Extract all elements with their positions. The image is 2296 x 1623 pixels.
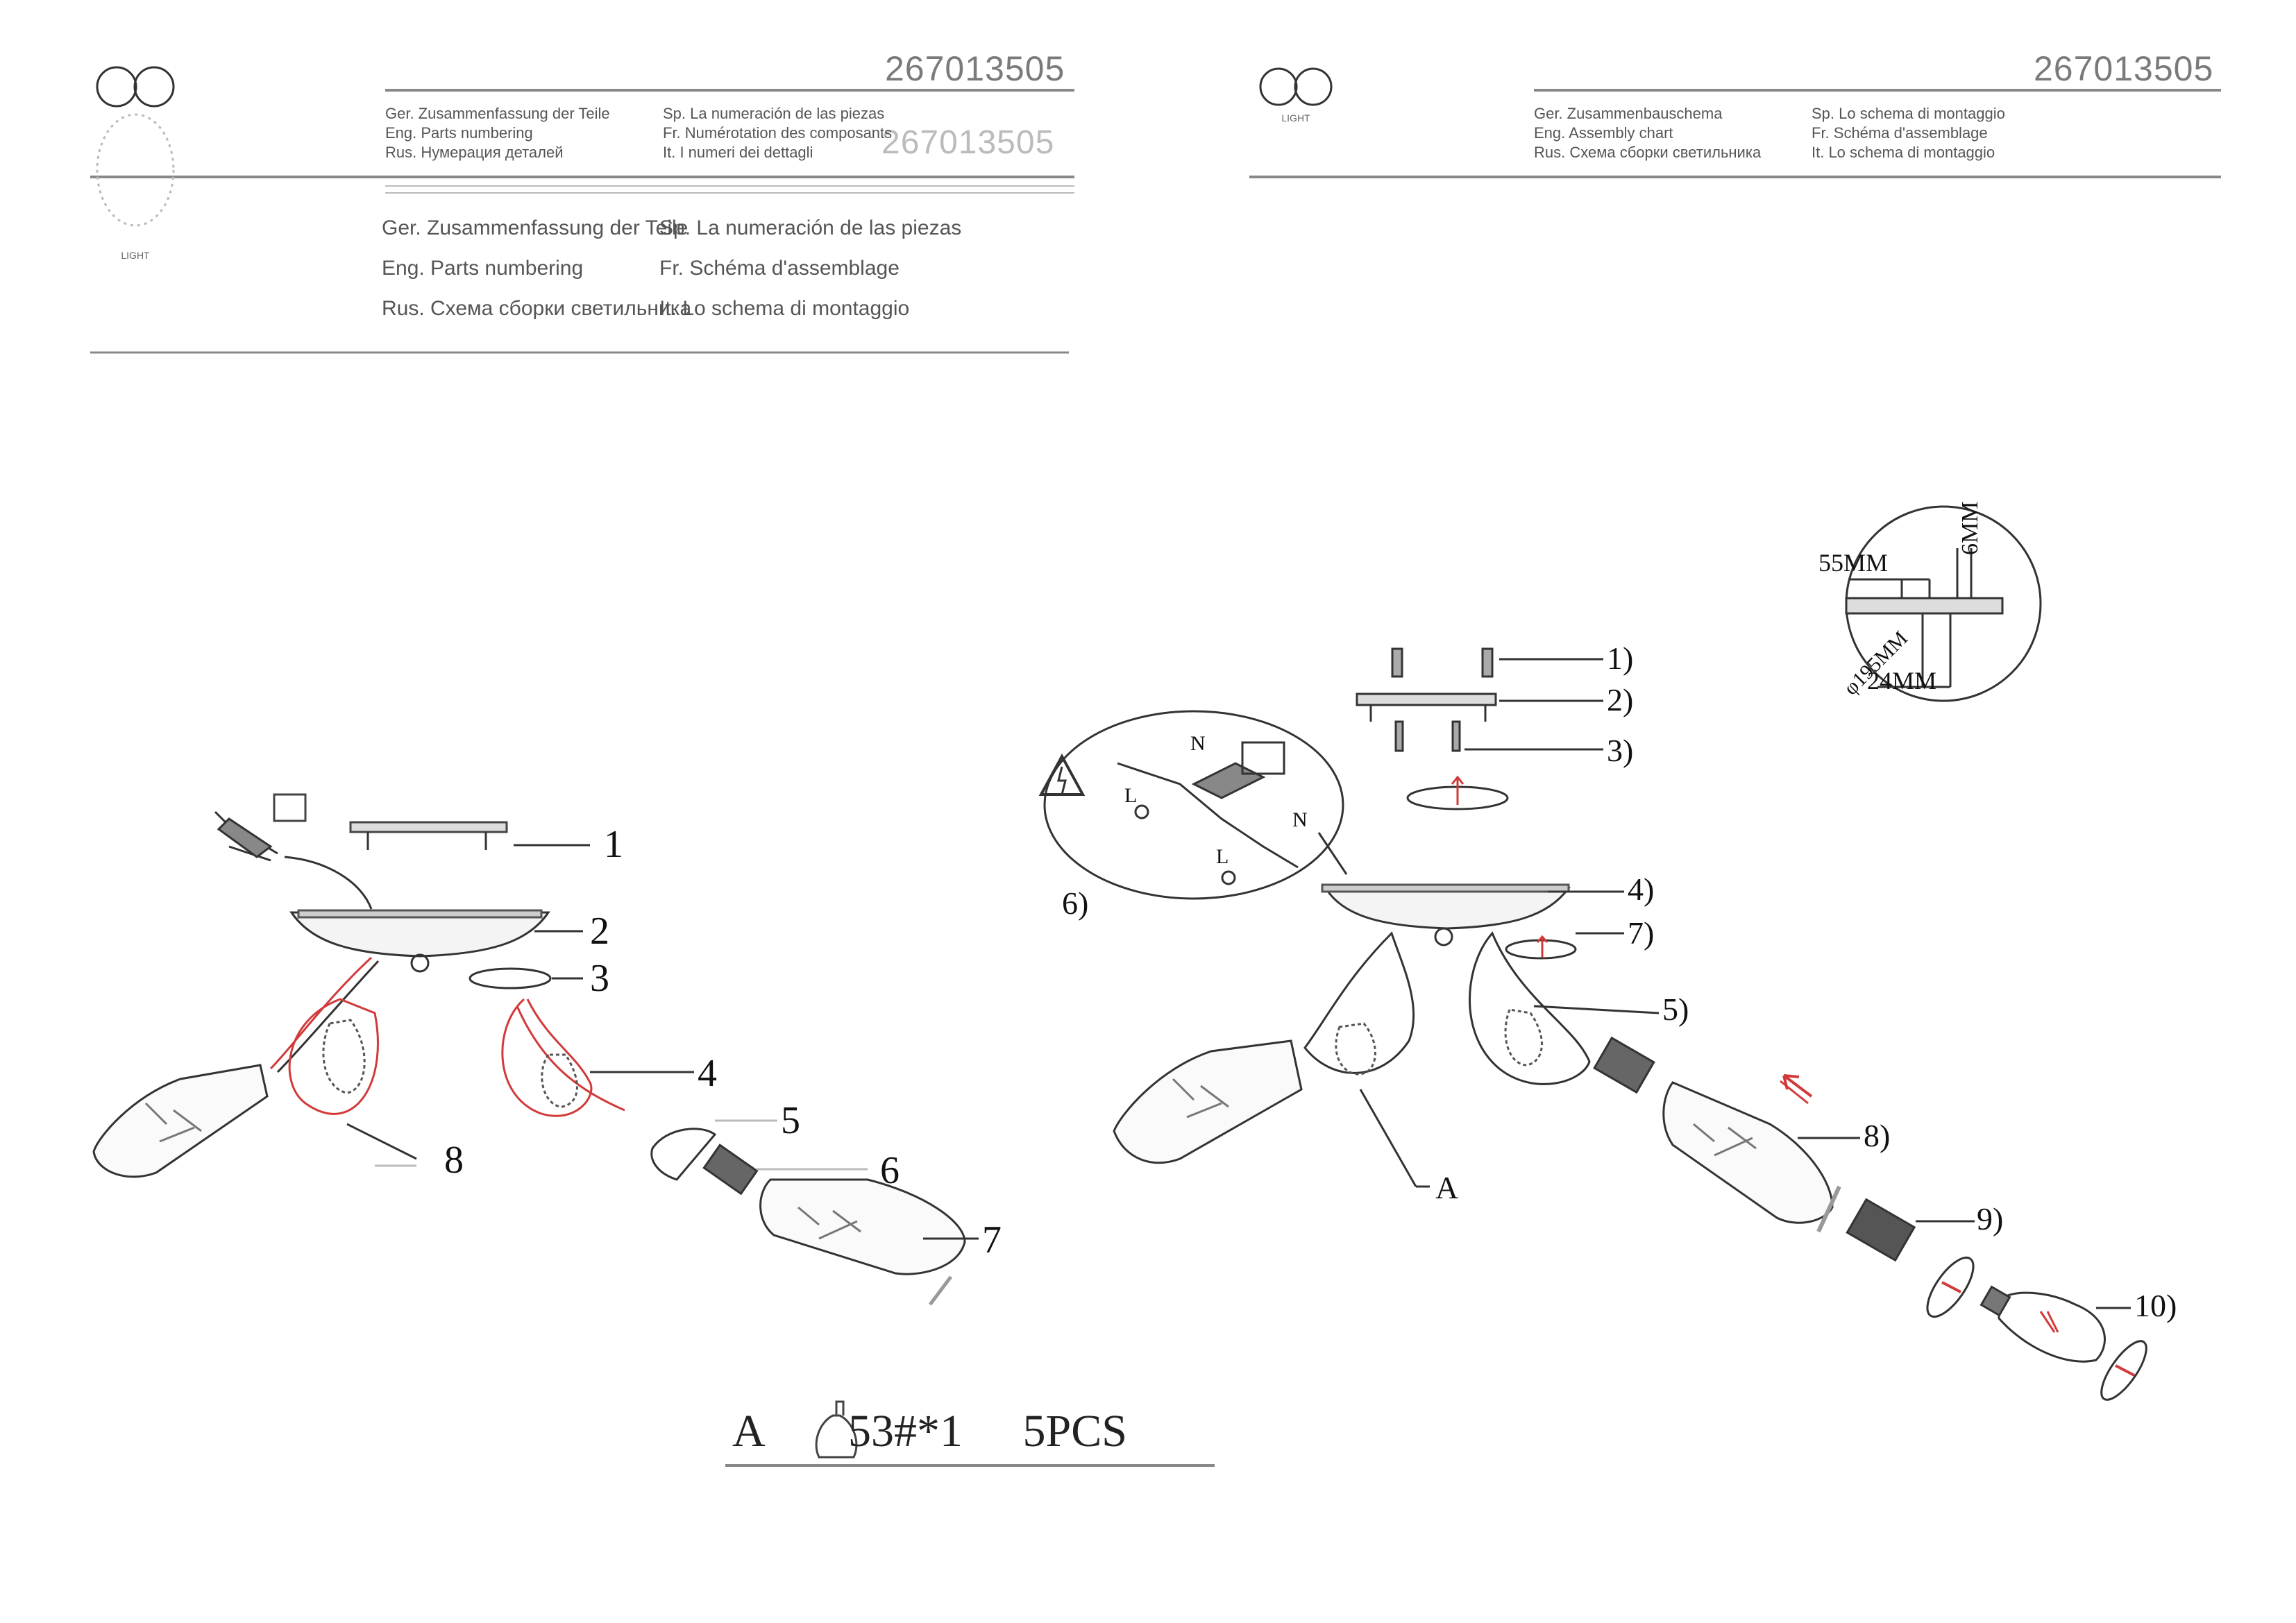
header-sp: Fr. Schéma d'assemblage — [659, 257, 900, 280]
part-label-7r: 7) — [1628, 915, 1655, 951]
part-label-6r: 6) — [1062, 885, 1089, 921]
header-sp: Fr. Numérotation des composants — [663, 124, 893, 142]
header-row-large: Ger. Zusammenfassung der TeileSp. La num… — [382, 208, 961, 248]
header-row: Rus. Нумерация деталей It. I numeri dei d… — [385, 143, 892, 162]
header-row: Eng. Assembly chart Fr. Schéma d'assembla… — [1534, 124, 2005, 143]
header-de: Eng. Assembly chart — [1534, 124, 1673, 142]
bulb-spec-text: 53#*1 — [848, 1406, 963, 1456]
part-label-10r: 10) — [2134, 1288, 2177, 1323]
brand-logo-right — [1259, 67, 1333, 106]
header-row: Rus. Схема сборки светильника It. Lo sche… — [1534, 143, 2005, 162]
header-sp: It. I numeri dei dettagli — [663, 144, 813, 161]
header-de: Eng. Parts numbering — [382, 257, 584, 280]
dim-24mm: 24MM — [1867, 667, 1937, 695]
header-de: Ger. Zusammenfassung der Teile — [382, 216, 689, 239]
bulb-spec-qty: 5PCS — [1022, 1406, 1127, 1456]
part-label-2: 2 — [590, 910, 609, 953]
part-label-2r: 2) — [1607, 682, 1634, 717]
header-sp: Sp. La numeración de las piezas — [659, 216, 962, 239]
wire-label-n1: N — [1190, 732, 1206, 755]
header-sp: It. Lo schema di montaggio — [1812, 144, 1995, 161]
header-table-left-large: Ger. Zusammenfassung der TeileSp. La num… — [382, 208, 961, 329]
part-label-1: 1 — [604, 823, 623, 866]
header-sp: Fr. Schéma d'assemblage — [1812, 124, 1988, 142]
header-sp: Sp. La numeración de las piezas — [663, 105, 885, 122]
header-row-large: Rus. Схема сборки светильникаIt. Lo sche… — [382, 289, 961, 329]
bulb-spec-ref: A — [732, 1406, 763, 1456]
part-label-7: 7 — [982, 1218, 1002, 1261]
brand-logo-left — [96, 66, 175, 227]
header-sp: Sp. Lo schema di montaggio — [1812, 105, 2005, 122]
product-code-left: 267013505 — [885, 49, 1065, 88]
header-table-left: Ger. Zusammenfassung der Teile Sp. La num… — [385, 104, 892, 162]
part-label-3r: 3) — [1607, 733, 1634, 768]
product-code-right: 267013505 — [2034, 49, 2214, 88]
part-label-5: 5 — [781, 1099, 800, 1142]
part-label-4: 4 — [698, 1052, 717, 1095]
header-sp: It. Lo schema di montaggio — [659, 297, 910, 320]
wire-label-l1: L — [1124, 784, 1138, 807]
header-de: Eng. Parts numbering — [385, 124, 533, 142]
header-table-right: Ger. Zusammenbauschema Sp. Lo schema di m… — [1534, 104, 2005, 162]
dim-6mm: 6MM — [1957, 501, 1983, 555]
part-label-9r: 9) — [1977, 1201, 2004, 1237]
part-label-8r: 8) — [1864, 1118, 1891, 1153]
part-label-3: 3 — [590, 957, 609, 1000]
part-label-6: 6 — [880, 1149, 900, 1192]
wire-label-n2: N — [1292, 808, 1308, 831]
header-de: Ger. Zusammenfassung der Teile — [385, 105, 610, 122]
header-de: Rus. Схема сборки светильника — [1534, 144, 1762, 161]
part-label-4r: 4) — [1628, 872, 1655, 907]
part-label-5r: 5) — [1662, 992, 1689, 1027]
product-code-ghost: 267013505 — [881, 124, 1055, 161]
header-de: Rus. Схема сборки светильника — [382, 297, 692, 320]
header-row: Ger. Zusammenbauschema Sp. Lo schema di m… — [1534, 104, 2005, 124]
header-row-large: Eng. Parts numbering Fr. Schéma d'assembl… — [382, 248, 961, 289]
callout-a: A — [1435, 1170, 1459, 1205]
wire-label-l2: L — [1216, 845, 1229, 868]
header-row: Eng. Parts numbering Fr. Numérotation des… — [385, 124, 892, 143]
part-label-1r: 1) — [1607, 640, 1634, 676]
dim-55mm: 55MM — [1818, 549, 1889, 577]
part-label-8: 8 — [444, 1139, 464, 1182]
logo-caption-right: LIGHT — [1281, 112, 1310, 124]
header-row: Ger. Zusammenfassung der Teile Sp. La num… — [385, 104, 892, 124]
bulb-spec: A 53#*1 5PCS — [732, 1405, 1127, 1458]
logo-caption-left: LIGHT — [121, 250, 150, 261]
header-de: Ger. Zusammenbauschema — [1534, 105, 1723, 122]
header-de: Rus. Нумерация деталей — [385, 144, 564, 161]
